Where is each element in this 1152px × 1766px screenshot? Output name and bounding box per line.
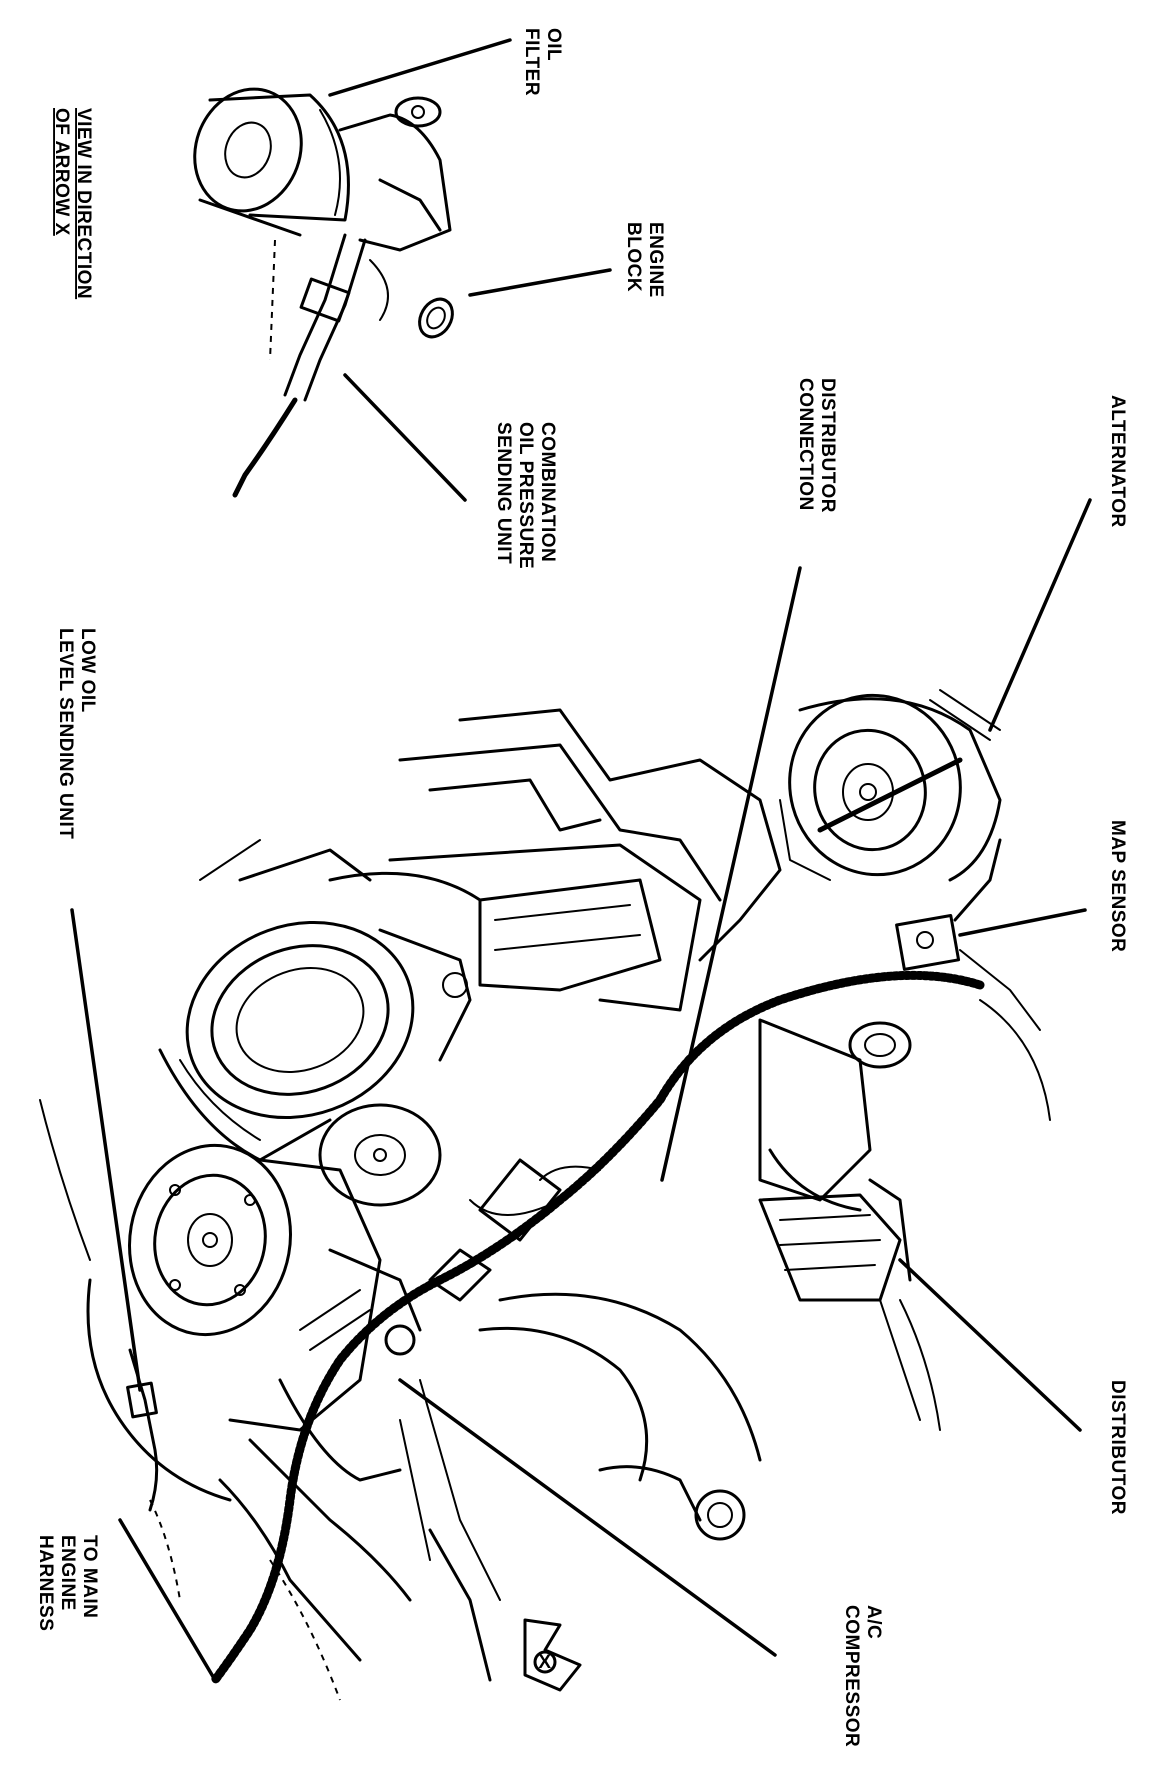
oil-filter-inset [193, 38, 612, 502]
alternator-leader [988, 498, 1092, 732]
ac-compressor-label: A/C COMPRESSOR [841, 1605, 884, 1747]
low-oil-unit-label: LOW OIL LEVEL SENDING UNIT [55, 628, 98, 839]
distributor-connection-label-line2: CONNECTION [795, 378, 816, 511]
map-sensor-drawing [895, 838, 1051, 1121]
engine-block-label-line2: BLOCK [623, 222, 644, 292]
engine-block-drawing [338, 96, 454, 339]
oil-pressure-unit-label-line2: OIL PRESSURE [515, 422, 536, 569]
arrow-x-marker: X [523, 1618, 582, 1692]
main-harness-leader [118, 1518, 217, 1682]
map-sensor-label-line1: MAP SENSOR [1107, 820, 1128, 952]
distributor-label: DISTRIBUTOR [1107, 1380, 1128, 1515]
view-direction-label-line2: OF ARROW X [51, 108, 72, 236]
view-direction-label: VIEW IN DIRECTION OF ARROW X [51, 108, 94, 299]
engine-block-label: ENGINE BLOCK [623, 222, 666, 298]
oil-pressure-unit-leader [343, 373, 467, 502]
map-sensor-leader [958, 908, 1087, 937]
engine-block-leader [468, 268, 612, 297]
distributor-drawing [758, 1018, 941, 1431]
oil-pressure-unit-label: COMBINATION OIL PRESSURE SENDING UNIT [493, 422, 558, 569]
main-harness-label-line2: ENGINE [57, 1535, 78, 1611]
ac-compressor-label-line1: A/C [863, 1605, 884, 1639]
map-sensor-label: MAP SENSOR [1107, 820, 1128, 952]
oil-pressure-unit-label-line1: COMBINATION [537, 422, 558, 562]
distributor-connection-leader [660, 566, 802, 1182]
ac-compressor-label-line2: COMPRESSOR [841, 1605, 862, 1747]
ac-compressor-leader [398, 1378, 777, 1657]
alternator-label: ALTERNATOR [1107, 395, 1128, 528]
main-harness-label-line1: TO MAIN [79, 1535, 100, 1618]
oil-filter-label-line1: OIL [543, 28, 564, 61]
distributor-connection-label-line1: DISTRIBUTOR [817, 378, 838, 513]
ac-compressor-drawing [128, 1143, 422, 1482]
distributor-connection-label: DISTRIBUTOR CONNECTION [795, 378, 838, 513]
engine-drawing [39, 689, 1051, 1701]
oil-filter-drawing [193, 87, 350, 237]
distributor-label-line1: DISTRIBUTOR [1107, 1380, 1128, 1515]
oil-filter-label-line2: FILTER [521, 28, 542, 96]
wiring-harness [210, 970, 985, 1685]
oil-filter-label: OIL FILTER [521, 28, 564, 96]
low-oil-unit-label-line2: LEVEL SENDING UNIT [55, 628, 76, 839]
alternator-drawing [779, 689, 1002, 882]
oil-pressure-sending-unit-drawing [232, 233, 367, 498]
view-direction-label-line1: VIEW IN DIRECTION [73, 108, 94, 299]
oil-filter-leader [328, 38, 512, 97]
main-harness-label-line3: HARNESS [35, 1535, 56, 1631]
low-oil-unit-label-line1: LOW OIL [77, 628, 98, 713]
filler-cap-icon [694, 1489, 746, 1541]
low-oil-unit-leader [70, 908, 142, 1392]
pulley-drawing [158, 920, 472, 1207]
distributor-leader [898, 1258, 1082, 1432]
main-harness-label: TO MAIN ENGINE HARNESS [35, 1535, 100, 1631]
engine-block-label-line1: ENGINE [645, 222, 666, 298]
alternator-label-line1: ALTERNATOR [1107, 395, 1128, 528]
oil-pressure-unit-label-line3: SENDING UNIT [493, 422, 514, 564]
arrow-x-label: X [538, 1652, 551, 1673]
